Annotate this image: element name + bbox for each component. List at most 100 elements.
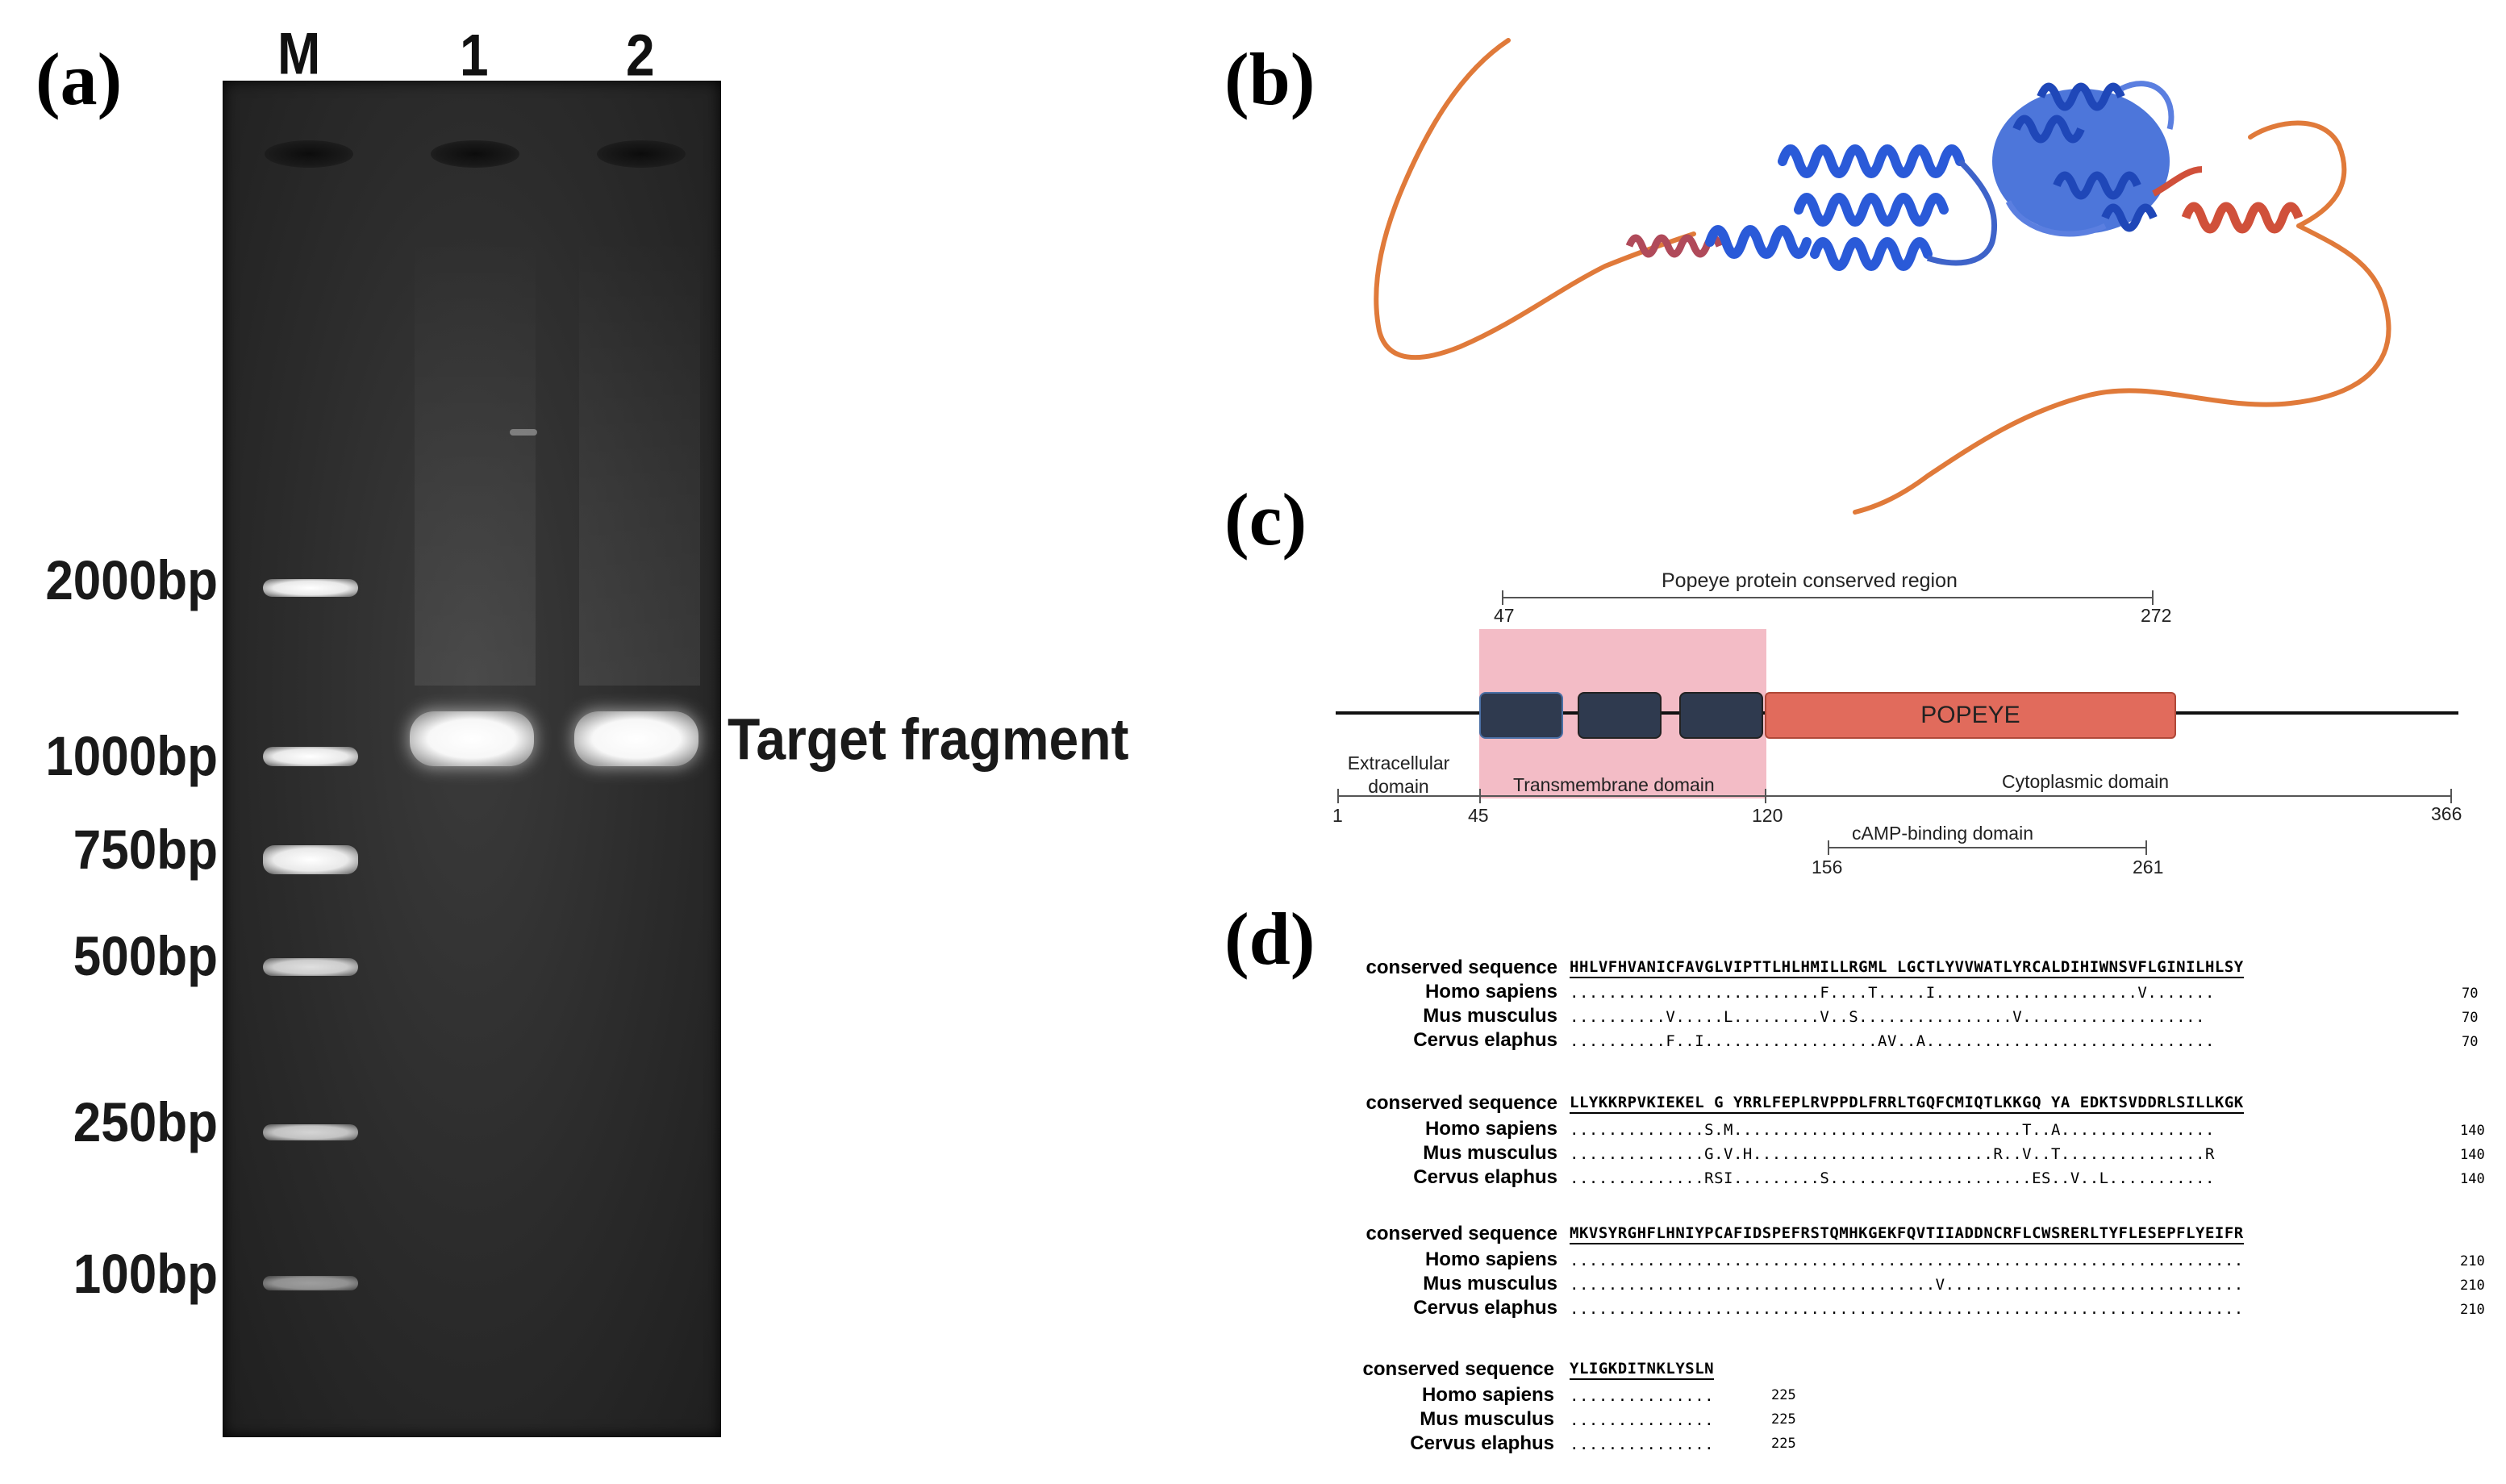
alignment-block4-conserved-label: conserved sequence bbox=[1362, 1358, 1554, 1380]
alignment-block1-cervus-num: 70 bbox=[2462, 1034, 2479, 1050]
position-tick-1 bbox=[1337, 789, 1339, 803]
transmembrane-helix-bundle bbox=[1705, 144, 1965, 271]
alignment-block2-conserved-seq: LLYKKRPVKIEKEL G YRRLFEPLRVPPDLFRRLTGQFC… bbox=[1570, 1095, 2244, 1114]
ladder-band-2000 bbox=[263, 579, 358, 597]
alignment-block2-cervus-label: Cervus elaphus bbox=[1413, 1166, 1557, 1188]
ladder-label-750bp: 750bp bbox=[73, 819, 218, 882]
disordered-region-c-terminal bbox=[1853, 120, 2391, 515]
ladder-band-500 bbox=[263, 958, 358, 976]
alignment-block2-mus-num: 140 bbox=[2460, 1147, 2485, 1163]
alignment-block1-homo-label: Homo sapiens bbox=[1424, 981, 1557, 1003]
ladder-label-2000bp: 2000bp bbox=[45, 550, 218, 612]
popeye-globular-domain bbox=[1992, 81, 2175, 237]
alignment-block4-cervus-label: Cervus elaphus bbox=[1410, 1432, 1554, 1454]
cytoplasmic-domain-label: Cytoplasmic domain bbox=[2002, 771, 2170, 792]
ladder-label-500bp: 500bp bbox=[73, 926, 218, 988]
ladder-label-100bp: 100bp bbox=[73, 1244, 218, 1306]
ladder-band-1000 bbox=[263, 747, 358, 766]
ladder-band-250 bbox=[263, 1124, 358, 1140]
alignment-block4-homo-num: 225 bbox=[1771, 1387, 1796, 1403]
ladder-label-1000bp: 1000bp bbox=[45, 726, 218, 788]
alignment-block1-cervus-seq: ..........F..I..................AV..A...… bbox=[1570, 1032, 2215, 1050]
camp-domain-bracket bbox=[1828, 847, 2147, 848]
position-tick-120 bbox=[1765, 789, 1766, 803]
protein-3d-structure bbox=[1374, 38, 2391, 515]
alignment-block3-cervus-seq: ........................................… bbox=[1570, 1300, 2244, 1318]
alignment-block3-cervus-num: 210 bbox=[2460, 1302, 2485, 1318]
camp-tick-left bbox=[1828, 840, 1829, 855]
extracellular-label-line1: Extracellular bbox=[1347, 752, 1450, 773]
alignment-block3-cervus-label: Cervus elaphus bbox=[1413, 1297, 1557, 1319]
position-tick-45 bbox=[1479, 789, 1481, 803]
conserved-end-position: 272 bbox=[2141, 605, 2172, 626]
alignment-block4-cervus-seq: ............... bbox=[1570, 1436, 1715, 1453]
alignment-block2-mus-label: Mus musculus bbox=[1423, 1142, 1557, 1164]
alignment-block3-mus-label: Mus musculus bbox=[1423, 1273, 1557, 1294]
gel-well-2 bbox=[597, 140, 686, 168]
position-label-366: 366 bbox=[2431, 803, 2462, 824]
panel-label-b: (b) bbox=[1224, 38, 1316, 120]
popeye-domain-label: POPEYE bbox=[1920, 702, 2020, 728]
camp-start-position: 156 bbox=[1812, 857, 1843, 877]
alignment-block4-mus-label: Mus musculus bbox=[1420, 1408, 1554, 1430]
position-label-1: 1 bbox=[1332, 805, 1343, 826]
alignment-block3-homo-label: Homo sapiens bbox=[1424, 1248, 1557, 1270]
alignment-block3-homo-seq: ........................................… bbox=[1570, 1252, 2244, 1269]
alignment-block4-homo-seq: ............... bbox=[1570, 1387, 1715, 1405]
panel-label-a: (a) bbox=[35, 38, 123, 120]
lane-1-target-band bbox=[410, 711, 534, 766]
alignment-block1-homo-seq: ..........................F....T.....I..… bbox=[1570, 984, 2215, 1002]
extracellular-label-line2: domain bbox=[1368, 775, 1429, 797]
alignment-block1-homo-num: 70 bbox=[2462, 986, 2479, 1002]
ladder-band-100 bbox=[263, 1276, 358, 1290]
position-tick-366 bbox=[2450, 789, 2452, 803]
alignment-block3-conserved-seq: MKVSYRGHFLHNIYPCAFIDSPEFRSTQMHKGEKFQVTII… bbox=[1570, 1226, 2244, 1244]
lane-2-target-band bbox=[574, 711, 698, 766]
alignment-block2-homo-seq: ..............S.M.......................… bbox=[1570, 1121, 2215, 1139]
lane-1-smear bbox=[415, 234, 536, 686]
lane-label-m: M bbox=[277, 19, 321, 87]
gel-artifact-speck bbox=[510, 429, 537, 436]
camp-tick-right bbox=[2145, 840, 2147, 855]
popeye-domain-box: POPEYE bbox=[1765, 692, 2176, 739]
alignment-block1-cervus-label: Cervus elaphus bbox=[1413, 1029, 1557, 1051]
ladder-label-250bp: 250bp bbox=[73, 1092, 218, 1154]
alignment-block2-mus-seq: ..............G.V.H.....................… bbox=[1570, 1145, 2215, 1163]
conserved-start-position: 47 bbox=[1494, 605, 1515, 626]
ladder-band-750 bbox=[263, 845, 358, 874]
position-axis bbox=[1337, 795, 2452, 797]
gel-well-1 bbox=[431, 140, 519, 168]
position-label-120: 120 bbox=[1752, 805, 1783, 826]
alignment-block3-homo-num: 210 bbox=[2460, 1253, 2485, 1269]
target-fragment-label: Target fragment bbox=[728, 706, 1129, 772]
helix-red-c-terminal bbox=[2181, 202, 2304, 234]
conserved-region-tick-right bbox=[2152, 590, 2154, 605]
helix-red-connector bbox=[2152, 166, 2203, 197]
alignment-block1-mus-num: 70 bbox=[2462, 1010, 2479, 1026]
transmembrane-domain-label: Transmembrane domain bbox=[1513, 774, 1715, 795]
alignment-block3-conserved-label: conserved sequence bbox=[1366, 1223, 1557, 1244]
transmembrane-helix-2 bbox=[1578, 692, 1662, 739]
extracellular-domain-label: Extracellular domain bbox=[1331, 752, 1466, 798]
loop-blue-1 bbox=[1926, 159, 1998, 266]
alignment-block2-homo-label: Homo sapiens bbox=[1424, 1118, 1557, 1140]
conserved-region-bracket bbox=[1502, 597, 2154, 598]
alignment-block1-conserved-seq: HHLVFHVANICFAVGLVIPTTLHLHMILLRGML LGCTLY… bbox=[1570, 960, 2244, 978]
panel-label-d: (d) bbox=[1224, 898, 1316, 980]
lane-2-smear bbox=[579, 234, 700, 686]
alignment-block4-mus-num: 225 bbox=[1771, 1411, 1796, 1428]
alignment-block4-cervus-num: 225 bbox=[1771, 1436, 1796, 1452]
camp-binding-domain-label: cAMP-binding domain bbox=[1852, 823, 2034, 844]
panel-label-c: (c) bbox=[1224, 478, 1307, 561]
transmembrane-helix-1 bbox=[1479, 692, 1563, 739]
conserved-region-label: Popeye protein conserved region bbox=[1662, 569, 1958, 592]
alignment-block1-mus-label: Mus musculus bbox=[1423, 1005, 1557, 1027]
alignment-block3-mus-num: 210 bbox=[2460, 1278, 2485, 1294]
alignment-block4-conserved-seq: YLIGKDITNKLYSLN bbox=[1570, 1361, 1715, 1380]
camp-end-position: 261 bbox=[2133, 857, 2164, 877]
position-label-45: 45 bbox=[1468, 805, 1489, 826]
alignment-block2-conserved-label: conserved sequence bbox=[1366, 1092, 1557, 1114]
disordered-region-n-terminal bbox=[1374, 38, 1696, 361]
alignment-block2-cervus-seq: ..............RSI.........S.............… bbox=[1570, 1169, 2215, 1187]
alignment-block4-mus-seq: ............... bbox=[1570, 1411, 1715, 1429]
